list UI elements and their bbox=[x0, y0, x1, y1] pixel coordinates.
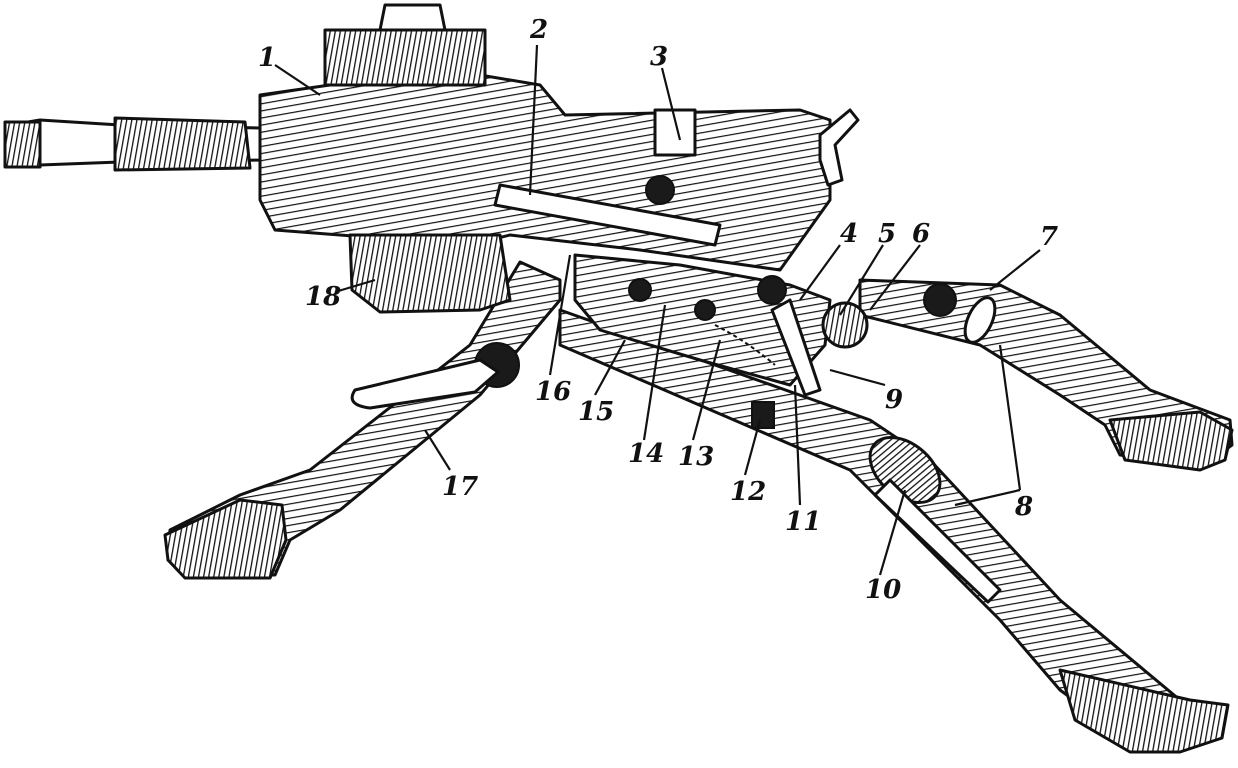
leader-3 bbox=[660, 67, 682, 141]
pivot-bolt-left bbox=[628, 278, 652, 302]
callout-4: 4 bbox=[840, 219, 858, 249]
sight-drum bbox=[645, 175, 675, 205]
leader-17 bbox=[424, 429, 451, 471]
charging-rail bbox=[493, 183, 722, 247]
leader-12 bbox=[743, 419, 762, 476]
pivot-bolt-right bbox=[757, 275, 787, 305]
leader-8a bbox=[998, 344, 1022, 491]
carry-handle bbox=[378, 3, 447, 32]
leader-8b bbox=[954, 488, 1021, 507]
tension-spring bbox=[821, 301, 869, 349]
callout-18: 18 bbox=[305, 282, 341, 312]
callout-12: 12 bbox=[730, 477, 766, 507]
callout-3: 3 bbox=[650, 42, 668, 72]
callout-13: 13 bbox=[678, 442, 714, 472]
callout-labels: 1 2 3 4 5 6 7 8 9 10 11 12 13 14 15 16 1… bbox=[258, 15, 1058, 605]
rear-right-foot bbox=[1108, 410, 1234, 472]
callout-1: 1 bbox=[258, 43, 276, 73]
clamp-handle bbox=[963, 296, 997, 344]
leg-hinge-right bbox=[923, 283, 957, 317]
pawl-lever bbox=[770, 298, 822, 397]
callout-7: 7 bbox=[1040, 222, 1058, 252]
leader-lines bbox=[274, 44, 1041, 576]
front-left-foot bbox=[163, 498, 288, 580]
callout-14: 14 bbox=[628, 439, 664, 469]
leg-clamp-strap bbox=[873, 478, 1002, 604]
leader-15 bbox=[594, 339, 626, 396]
ammo-drum bbox=[348, 233, 512, 314]
trigger-grips bbox=[818, 108, 860, 187]
leader-2 bbox=[528, 44, 539, 196]
leader-4 bbox=[799, 244, 841, 301]
cradle-assembly bbox=[350, 253, 1002, 604]
elevation-gear-sector bbox=[714, 324, 776, 366]
callout-9: 9 bbox=[885, 385, 903, 415]
callout-11: 11 bbox=[785, 507, 821, 537]
callout-15: 15 bbox=[578, 397, 614, 427]
pivot-bolt-center bbox=[694, 299, 716, 321]
muzzle-device bbox=[3, 120, 42, 169]
leader-18 bbox=[334, 278, 376, 294]
leader-16 bbox=[548, 254, 572, 376]
leader-7 bbox=[989, 249, 1041, 291]
callout-16: 16 bbox=[535, 377, 571, 407]
leader-11 bbox=[793, 384, 802, 506]
callout-8: 8 bbox=[1014, 492, 1033, 522]
leader-10 bbox=[878, 489, 907, 576]
callout-10: 10 bbox=[865, 575, 901, 605]
callout-5: 5 bbox=[878, 219, 896, 249]
callout-6: 6 bbox=[912, 219, 930, 249]
barrel-cooling-fins bbox=[113, 116, 252, 172]
locking-lever bbox=[350, 358, 500, 410]
long-rear-foot bbox=[1058, 668, 1230, 754]
leader-14 bbox=[642, 304, 667, 441]
feed-cover bbox=[323, 28, 487, 87]
leader-1 bbox=[274, 64, 321, 96]
callout-2: 2 bbox=[529, 15, 548, 45]
leader-6 bbox=[869, 244, 921, 311]
callout-17: 17 bbox=[442, 472, 478, 502]
lock-block bbox=[751, 401, 775, 429]
leader-9 bbox=[829, 368, 886, 387]
tripod-legs bbox=[163, 260, 1234, 754]
leader-13 bbox=[691, 339, 722, 441]
weapon-assembly bbox=[3, 3, 860, 314]
leader-5 bbox=[839, 244, 884, 316]
